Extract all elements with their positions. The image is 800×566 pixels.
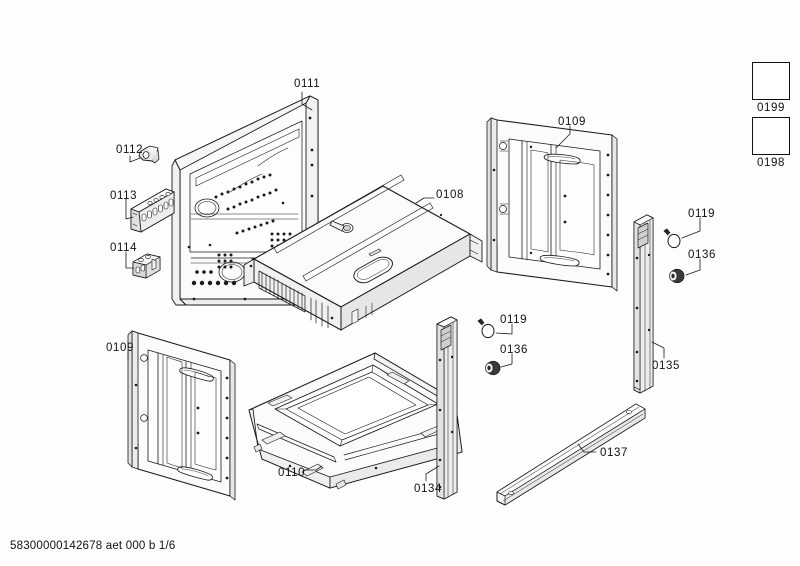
part-0136-cap-nut bbox=[485, 268, 685, 376]
callout-0109-bottom[interactable]: 0109 bbox=[106, 342, 134, 354]
part-0137-diagonal-rail bbox=[496, 403, 646, 506]
icon-label-0198: 0198 bbox=[757, 157, 785, 169]
callout-0111[interactable]: 0111 bbox=[294, 78, 321, 90]
callout-0109-top[interactable]: 0109 bbox=[558, 116, 586, 128]
part-0112-cable-clip bbox=[138, 145, 160, 164]
part-0135-vertical-rail-right bbox=[633, 214, 654, 394]
part-0109-side-panel-right bbox=[486, 117, 618, 292]
part-0111-rear-panel bbox=[171, 95, 319, 306]
callout-0113[interactable]: 0113 bbox=[110, 190, 138, 202]
part-0134-vertical-rail-front bbox=[436, 316, 458, 500]
callout-0136-mid[interactable]: 0136 bbox=[500, 344, 528, 356]
icon-box-0198[interactable] bbox=[752, 117, 790, 155]
callout-0114[interactable]: 0114 bbox=[110, 242, 138, 254]
part-0108-top-cover-assembly bbox=[243, 174, 483, 331]
callout-0108[interactable]: 0108 bbox=[436, 189, 464, 201]
part-0119-washer-ring bbox=[477, 228, 681, 339]
document-reference-footer: 58300000142678 aet 000 b 1/6 bbox=[10, 540, 176, 552]
part-0113-terminal-block bbox=[130, 188, 175, 233]
part-0110-base-panel bbox=[248, 352, 463, 490]
callout-0135[interactable]: 0135 bbox=[652, 360, 680, 372]
icon-box-0199[interactable] bbox=[752, 62, 790, 100]
callout-0112[interactable]: 0112 bbox=[116, 144, 144, 156]
callout-0119-right[interactable]: 0119 bbox=[688, 208, 716, 220]
part-0109-side-panel-left bbox=[127, 330, 236, 501]
callout-0119-mid[interactable]: 0119 bbox=[500, 314, 528, 326]
part-0114-mounting-bracket bbox=[132, 253, 161, 279]
callout-0134[interactable]: 0134 bbox=[414, 483, 442, 495]
callout-leader-lines bbox=[125, 91, 701, 482]
icon-label-0199: 0199 bbox=[757, 102, 785, 114]
callout-0110[interactable]: 0110 bbox=[278, 467, 306, 479]
callout-0136-right[interactable]: 0136 bbox=[688, 249, 716, 261]
callout-0137[interactable]: 0137 bbox=[600, 447, 628, 459]
